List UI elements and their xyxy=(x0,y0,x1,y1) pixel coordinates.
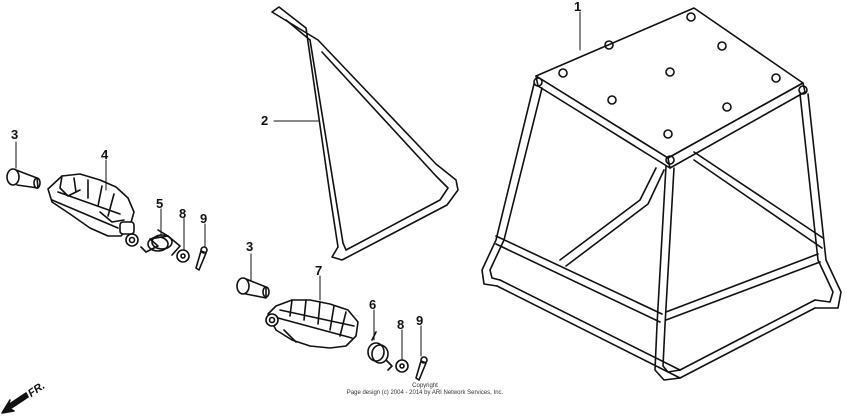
front-direction-arrow-icon xyxy=(1,392,29,414)
callout-8-left: 8 xyxy=(179,206,187,221)
side-bar xyxy=(271,6,459,261)
callout-3-right: 3 xyxy=(246,239,254,254)
copyright-notice: Copyright Page design (c) 2004 - 2014 by… xyxy=(335,383,515,397)
copyright-line-2: Page design (c) 2004 - 2014 by ARI Netwo… xyxy=(346,390,504,396)
pin-right xyxy=(236,277,270,299)
callout-3-left: 3 xyxy=(11,127,19,142)
washer-left xyxy=(176,249,190,263)
callout-7: 7 xyxy=(315,263,323,278)
callout-5: 5 xyxy=(156,196,164,211)
spring-right xyxy=(367,331,393,371)
leader-lines xyxy=(15,11,581,361)
copyright-line-1: Copyright xyxy=(412,383,438,389)
cotter-pin-right xyxy=(415,356,428,381)
footpeg-right xyxy=(265,299,359,349)
cotter-pin-left xyxy=(195,246,208,271)
pin-left xyxy=(6,168,41,189)
callout-1: 1 xyxy=(574,0,582,14)
callout-2: 2 xyxy=(261,113,269,128)
stand xyxy=(481,7,842,381)
washer-right xyxy=(395,359,409,373)
footpeg-left xyxy=(47,173,139,247)
callout-4: 4 xyxy=(101,147,109,162)
callout-9-left: 9 xyxy=(200,211,208,226)
callout-6: 6 xyxy=(369,297,377,312)
callout-8-right: 8 xyxy=(397,317,405,332)
callout-9-right: 9 xyxy=(416,313,424,328)
spring-left xyxy=(140,229,181,256)
